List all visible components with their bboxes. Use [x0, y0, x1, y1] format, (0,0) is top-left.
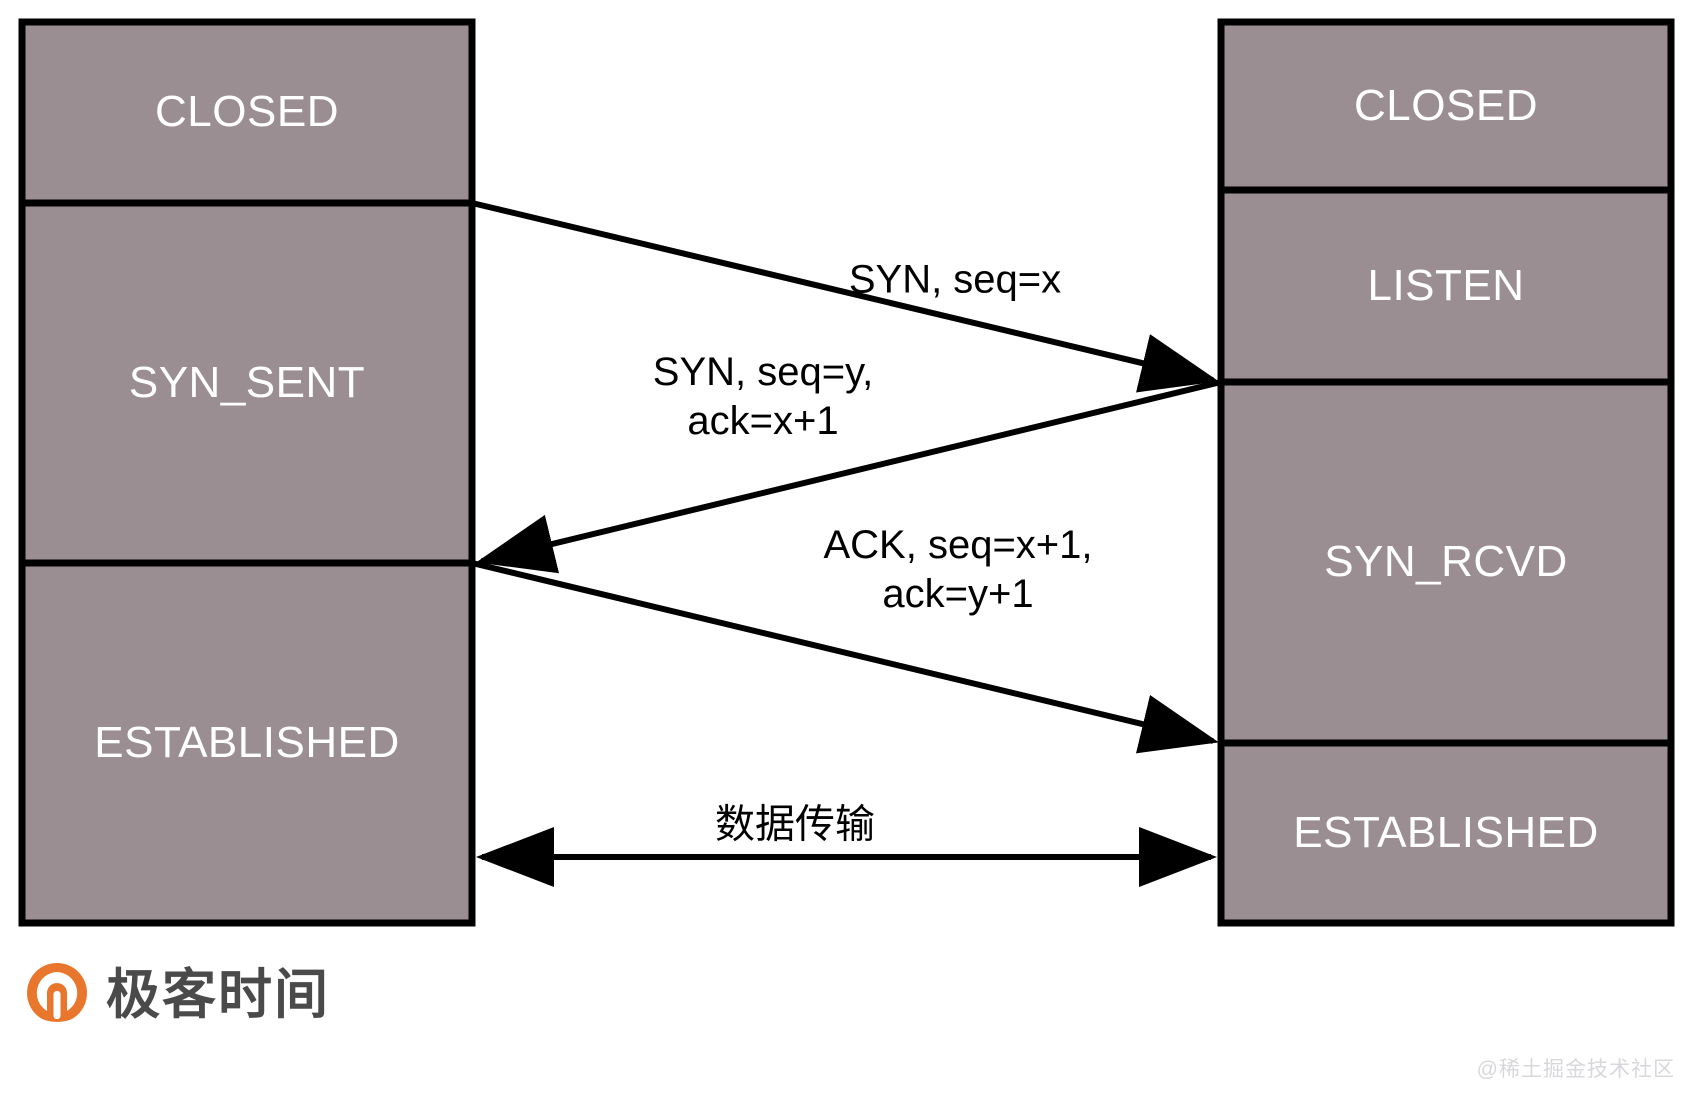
client-column-border: [18, 18, 476, 927]
client-column-body: [22, 22, 472, 923]
message-label-syn-ack: SYN, seq=y, ack=x+1: [652, 350, 874, 443]
arrow-syn-ack: [476, 379, 1222, 574]
server-state-syn-rcvd: SYN_RCVD: [1324, 537, 1568, 586]
arrow-syn: [471, 200, 1219, 393]
message-label-data-transfer: 数据传输: [715, 802, 875, 847]
geektime-circle-mark: [24, 962, 90, 1028]
source-watermark: @稀土掘金技术社区: [1476, 1058, 1675, 1081]
arrow-ack: [471, 560, 1219, 754]
client-state-closed: CLOSED: [155, 87, 339, 136]
client-state-established: ESTABLISHED: [94, 718, 400, 767]
client-column: [18, 18, 476, 927]
message-label-ack: ACK, seq=x+1, ack=y+1: [823, 523, 1093, 616]
server-column: [1217, 18, 1675, 927]
brand-name: 极客时间: [106, 965, 330, 1025]
geektime-mark-svg: [27, 963, 87, 1025]
server-state-closed: CLOSED: [1354, 81, 1538, 130]
server-state-established: ESTABLISHED: [1293, 808, 1599, 857]
server-state-listen: LISTEN: [1367, 261, 1525, 310]
message-label-syn: SYN, seq=x: [848, 257, 1062, 302]
server-column-body: [1221, 22, 1671, 923]
brand-logo: 极客时间: [24, 962, 330, 1028]
server-column-border: [1217, 18, 1675, 927]
client-state-syn-sent: SYN_SENT: [128, 358, 366, 407]
